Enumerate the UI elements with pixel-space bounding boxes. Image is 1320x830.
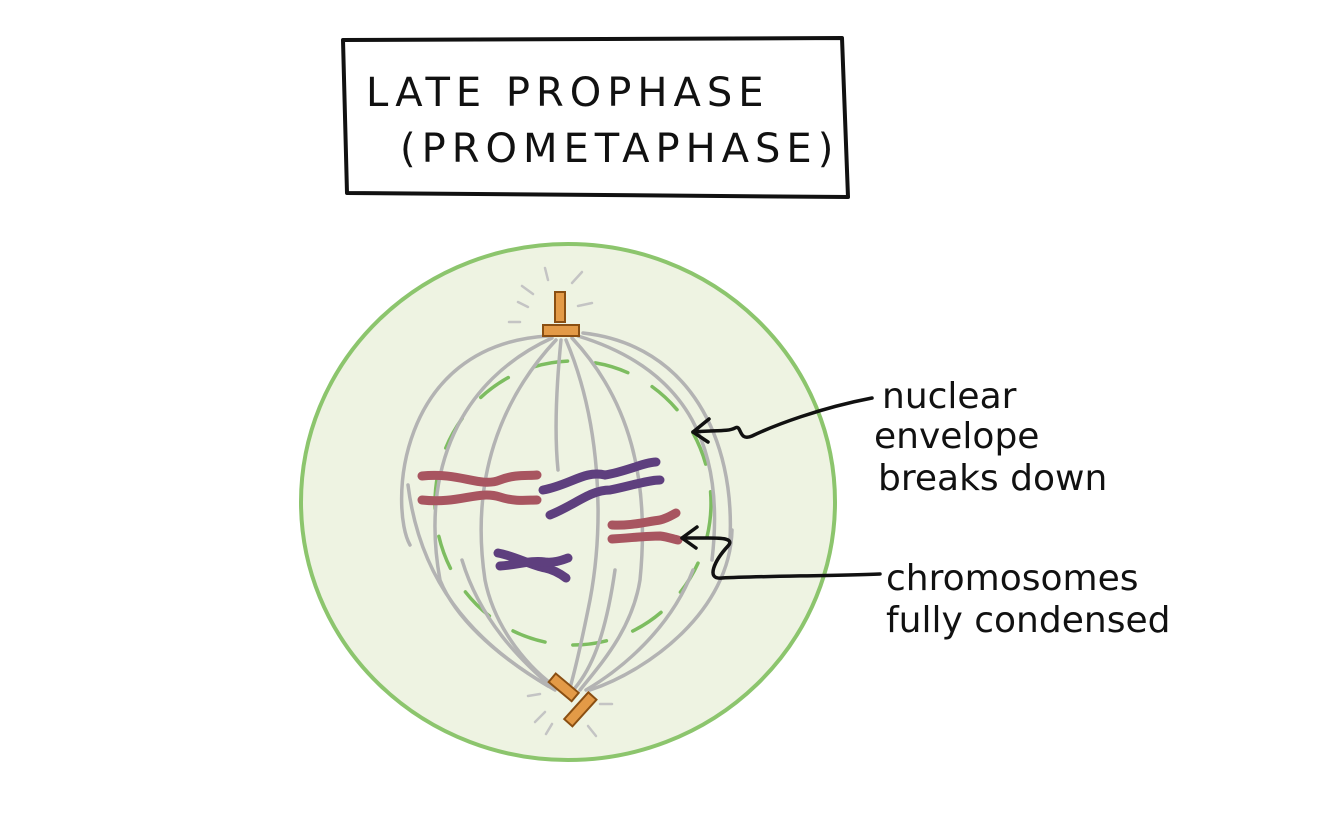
spindle-fibers <box>399 331 734 692</box>
cell <box>299 242 837 762</box>
chromosomes-arrowhead <box>680 525 699 550</box>
annotation-arrows <box>680 396 882 580</box>
chromosomes-arrow <box>680 536 882 580</box>
centriole <box>562 690 598 728</box>
chromosome-purple-small <box>493 548 573 583</box>
chromosome-purple-large <box>538 457 665 520</box>
bottom-centrosome <box>526 672 614 738</box>
label-nuclear-line-1: nuclear <box>882 376 1017 417</box>
chromosome-red-small <box>607 508 683 545</box>
chromosomes <box>417 457 683 583</box>
labels: nuclear envelope breaks down chromosomes… <box>874 376 1170 641</box>
label-chromosomes-line-2: fully condensed <box>886 600 1170 641</box>
label-nuclear-line-3: breaks down <box>878 458 1107 499</box>
title-line-2: (PROMETAPHASE) <box>400 126 839 172</box>
centriole <box>542 324 580 337</box>
top-centrosome <box>507 266 594 337</box>
nuclear-envelope-arrowhead <box>691 417 711 444</box>
centriole <box>554 291 566 323</box>
label-nuclear-line-2: envelope <box>874 416 1039 457</box>
nuclear-envelope-arrow <box>691 396 874 439</box>
title-line-1: LATE PROPHASE <box>366 70 770 116</box>
label-chromosomes-line-1: chromosomes <box>886 558 1139 599</box>
centriole <box>547 672 581 703</box>
chromosome-red-large <box>417 470 542 506</box>
title-box-border <box>341 36 850 199</box>
title-box: LATE PROPHASE (PROMETAPHASE) <box>341 36 850 199</box>
